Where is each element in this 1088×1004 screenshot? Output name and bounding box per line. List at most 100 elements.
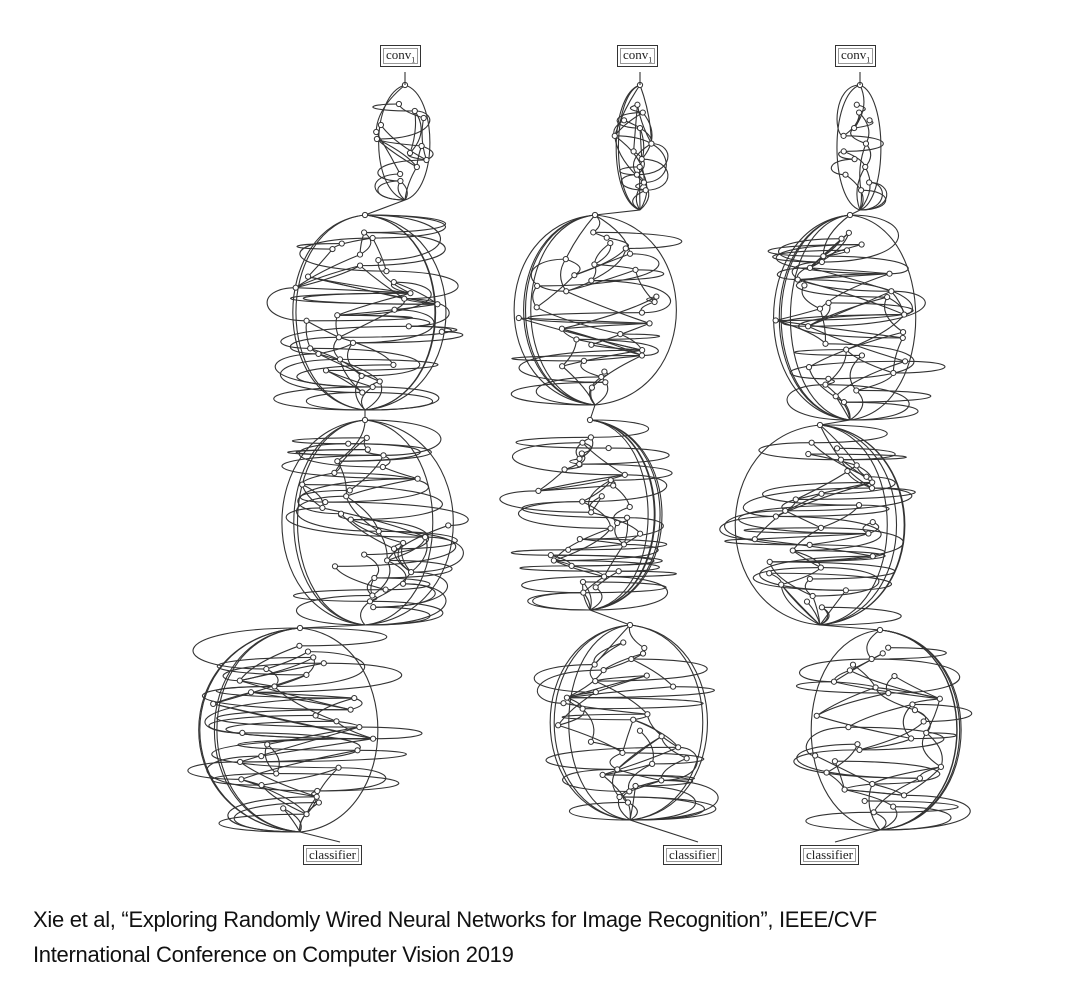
graph-edge [812, 567, 880, 597]
graph-node [637, 530, 644, 537]
graph-node [304, 648, 312, 655]
graph-node [842, 587, 849, 594]
graph-node [890, 369, 897, 377]
graph-node [371, 574, 378, 582]
graph-node [356, 723, 363, 731]
graph-edge [561, 349, 643, 367]
graph-node [620, 541, 628, 548]
graph-node [870, 809, 877, 816]
graph-node [937, 763, 945, 771]
graph-edge [537, 253, 660, 287]
graph-node [615, 568, 622, 575]
graph-node [580, 589, 587, 596]
graph-node [210, 700, 217, 707]
graph-node [600, 573, 608, 580]
graph-edge [318, 353, 380, 382]
graph-node [794, 276, 801, 283]
graph-node [622, 245, 629, 252]
graph-node [648, 140, 655, 147]
graph-node [395, 100, 403, 108]
graph-edge [871, 658, 961, 694]
graph-node [805, 450, 812, 458]
graph-node [607, 477, 614, 484]
graph-edge [719, 515, 776, 540]
graph-edge [819, 424, 888, 626]
graph-node [273, 770, 280, 777]
graph-node [588, 341, 595, 348]
graph-node [813, 712, 820, 719]
graph-edge [295, 448, 384, 456]
graph-edge [780, 214, 851, 421]
graph-edge [250, 691, 351, 711]
graph-node [400, 539, 407, 547]
graph-edge [296, 364, 394, 388]
graph-edge [266, 651, 309, 670]
graph-edge [378, 84, 406, 201]
graph-node [820, 253, 827, 260]
graph-node [561, 466, 568, 473]
graph-1-input-label: conv1 [380, 45, 422, 67]
graph-edge [809, 532, 869, 546]
graph-node [683, 755, 690, 762]
graph-edge [582, 581, 667, 594]
graph-edge [789, 360, 906, 380]
graph-edge [337, 419, 366, 462]
graph-node [812, 752, 819, 759]
graph-edge [833, 652, 884, 683]
graph-node [851, 156, 858, 163]
graph-edge [754, 532, 869, 540]
graph-node [809, 592, 816, 600]
graph-node [638, 352, 646, 359]
graph-edge [833, 681, 940, 700]
graph-node [384, 557, 391, 564]
graph-node [751, 536, 758, 543]
graph-node [643, 672, 650, 679]
graph-edge [633, 719, 663, 737]
graph-edge [795, 464, 857, 500]
graph-edge [808, 290, 926, 327]
graph-edge [589, 419, 655, 611]
graph-node [617, 330, 624, 338]
graph-node [861, 797, 868, 805]
graph-edge [810, 629, 881, 831]
graph-edge [295, 265, 361, 289]
graph-node [547, 552, 554, 559]
graph-edge [240, 749, 407, 763]
graph-node [649, 760, 656, 767]
graph-edge [376, 138, 418, 168]
graph-node [862, 163, 869, 171]
graph-edge [805, 811, 881, 831]
graph-node [579, 705, 586, 712]
graph-edge [762, 481, 873, 506]
graph-edge [409, 110, 422, 154]
graph-node [576, 535, 583, 543]
graph-edge [595, 658, 708, 682]
graph-edge [785, 487, 913, 512]
graph-edge [233, 802, 319, 833]
graph-node [772, 317, 779, 324]
graph-edge [216, 709, 360, 728]
graph-node [380, 452, 387, 459]
graph-edge [364, 419, 454, 626]
graph-edge [362, 391, 433, 411]
graph-node [628, 655, 635, 663]
graph-edge [280, 325, 409, 349]
graph-node [366, 598, 374, 605]
graph-edge [807, 325, 906, 362]
graph-node [299, 481, 306, 488]
graph-node [335, 764, 342, 771]
caption-line-1: Xie et al, “Exploring Randomly Wired Neu… [33, 907, 877, 932]
graph-node [411, 107, 418, 115]
graph-edge [819, 624, 881, 631]
graph-edge [868, 783, 881, 831]
graph-edge [819, 273, 890, 310]
graph-edge [538, 484, 614, 492]
graph-node [562, 256, 569, 263]
graph-edge [241, 778, 262, 786]
graph-edge [778, 214, 851, 421]
graph-edge [844, 789, 905, 796]
graph-node [842, 171, 849, 178]
graph-edge [754, 538, 873, 557]
graph-edge [360, 386, 373, 411]
graph-node [816, 305, 824, 312]
